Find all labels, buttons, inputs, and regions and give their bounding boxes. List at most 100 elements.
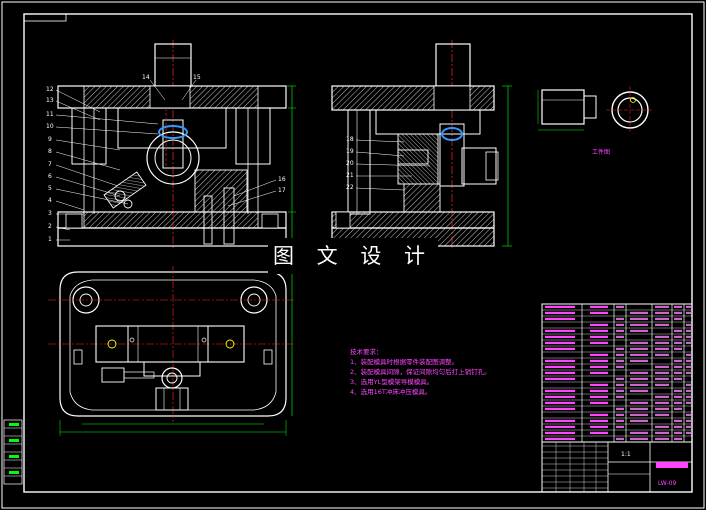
parts-list-cell	[674, 419, 682, 422]
parts-list-cell	[590, 395, 608, 398]
technical-requirements: 技术要求： 1、装配模具时根据零件装配图调整。 2、装配模具间隙，保证间隙均匀后…	[350, 347, 491, 397]
parts-list-cell	[616, 323, 624, 326]
revision-strip	[3, 419, 23, 485]
parts-list-cell	[590, 413, 608, 416]
part-label: 9	[48, 136, 52, 143]
parts-list-cell	[616, 377, 624, 380]
parts-list-cell	[590, 365, 608, 368]
part-label: 12	[46, 86, 54, 93]
workpiece-caption: 工件图	[592, 149, 611, 156]
parts-list-cell	[686, 353, 691, 356]
parts-list-cell	[674, 425, 682, 428]
parts-list-cell	[655, 311, 669, 314]
parts-list-cell	[674, 401, 682, 404]
parts-list-cell	[590, 383, 608, 386]
parts-list-cell	[630, 329, 648, 332]
parts-list-cell	[590, 311, 608, 314]
parts-list-cell	[630, 371, 648, 374]
parts-list-cell	[545, 317, 575, 320]
parts-list-cell	[545, 335, 575, 338]
parts-list-cell	[686, 395, 691, 398]
parts-list-cell	[545, 311, 575, 314]
parts-list-cell	[674, 431, 682, 434]
part-label: 13	[46, 97, 54, 104]
parts-list-cell	[545, 329, 575, 332]
parts-list-cell	[616, 347, 624, 350]
parts-list-cell	[686, 371, 691, 374]
part-label: 14	[142, 74, 150, 81]
top-view	[48, 266, 296, 436]
parts-list-cell	[616, 425, 624, 428]
parts-list-cell	[545, 419, 575, 422]
parts-list-cell	[616, 359, 624, 362]
parts-list-cell	[674, 371, 682, 374]
parts-list-cell	[616, 407, 624, 410]
parts-list-cell	[545, 359, 575, 362]
parts-list-cell	[630, 347, 648, 350]
parts-list-cell	[686, 365, 691, 368]
parts-list-cell	[616, 395, 624, 398]
parts-list-cell	[674, 305, 682, 308]
parts-list-cell	[545, 401, 575, 404]
part-label: 19	[346, 148, 354, 155]
parts-list-cell	[686, 305, 691, 308]
tech-req-item-4: 4、选用16T冲床冲压模具。	[350, 388, 432, 396]
parts-list-cell	[616, 419, 624, 422]
parts-list-cell	[655, 413, 669, 416]
parts-list-cell	[674, 395, 682, 398]
tech-req-item-2: 2、装配模具间隙，保证间隙均匀后打上销钉孔。	[350, 368, 491, 376]
parts-list	[541, 303, 693, 443]
part-label: 22	[346, 184, 354, 191]
parts-list-cell	[686, 359, 691, 362]
parts-list-cell	[616, 305, 624, 308]
parts-list-cell	[655, 335, 669, 338]
parts-list-cell	[674, 341, 682, 344]
part-label: 3	[48, 210, 52, 217]
parts-list-cell	[545, 365, 575, 368]
parts-list-cell	[545, 347, 575, 350]
parts-list-cell	[674, 437, 682, 440]
parts-list-cell	[630, 431, 648, 434]
parts-list-cell	[630, 437, 648, 440]
parts-list-cell	[686, 335, 691, 338]
parts-list-cell	[616, 329, 624, 332]
front-view	[55, 40, 296, 250]
parts-list-cell	[590, 431, 608, 434]
parts-list-cell	[545, 425, 575, 428]
parts-list-cell	[686, 389, 691, 392]
parts-list-cell	[616, 365, 624, 368]
parts-list-cell	[655, 353, 669, 356]
title-block-grid	[542, 442, 608, 492]
parts-list-cell	[674, 317, 682, 320]
parts-list-cell	[686, 425, 691, 428]
parts-list-cell	[674, 329, 682, 332]
parts-list-cell	[674, 335, 682, 338]
parts-list-cell	[630, 323, 648, 326]
part-label: 11	[46, 111, 54, 118]
parts-list-cell	[630, 311, 648, 314]
parts-list-cell	[655, 401, 669, 404]
parts-list-cell	[655, 347, 669, 350]
parts-list-cell	[616, 317, 624, 320]
parts-list-cell	[686, 329, 691, 332]
parts-list-cell	[545, 431, 575, 434]
parts-list-cell	[590, 335, 608, 338]
parts-list-cell	[545, 389, 575, 392]
parts-list-cell	[616, 353, 624, 356]
parts-list-cell	[630, 341, 648, 344]
part-label: 7	[48, 161, 52, 168]
parts-list-cell	[674, 311, 682, 314]
parts-list-cell	[590, 401, 608, 404]
parts-list-cell	[674, 359, 682, 362]
parts-list-cell	[545, 377, 575, 380]
parts-list-cell	[674, 377, 682, 380]
tech-req-heading: 技术要求：	[350, 348, 383, 356]
parts-list-cell	[630, 413, 648, 416]
parts-list-cell	[616, 335, 624, 338]
parts-list-cell	[655, 437, 669, 440]
workpiece-view	[537, 86, 654, 134]
parts-list-cell	[686, 383, 691, 386]
parts-list-cell	[655, 407, 669, 410]
